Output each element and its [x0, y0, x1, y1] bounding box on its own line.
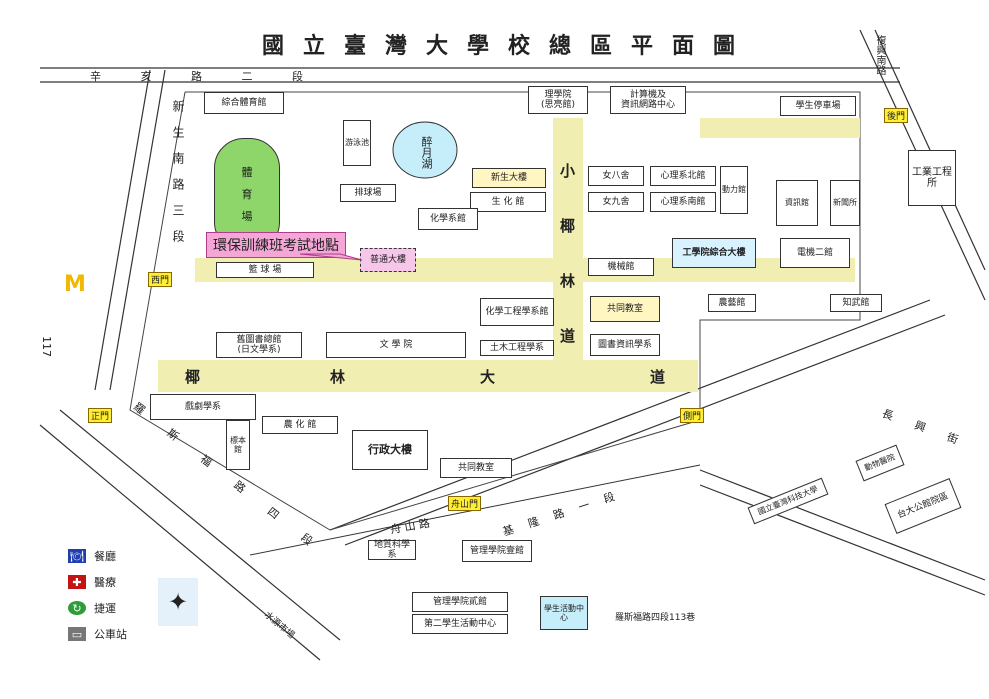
legend-clinic: ✚ 醫療	[68, 574, 116, 590]
common-classroom[interactable]: 共同教室	[440, 458, 512, 478]
legend-restaurant-label: 餐廳	[94, 550, 116, 563]
main-gate[interactable]: 正門	[88, 408, 113, 423]
geo-sci[interactable]: 地質科學系	[368, 540, 416, 560]
mrt-icon: ↻	[68, 601, 86, 615]
main-avenue-char-4: 道	[650, 368, 666, 386]
arts[interactable]: 文 學 院	[326, 332, 466, 358]
east-strip	[700, 118, 860, 138]
womens-hostel-8[interactable]: 女八舍	[588, 166, 644, 186]
womens-hostel-9[interactable]: 女九舍	[588, 192, 644, 212]
power-hall[interactable]: 動力館	[720, 166, 748, 214]
legend-mrt: ↻ 捷運	[68, 600, 116, 616]
physics[interactable]: 理學院 (思亮館)	[528, 86, 588, 114]
stadium-label: 體 育 場	[241, 166, 253, 223]
mech-hall[interactable]: 機械館	[588, 258, 654, 276]
legend-clinic-label: 醫療	[94, 576, 116, 589]
clinic-icon: ✚	[68, 575, 86, 589]
main-avenue-char-1: 椰	[185, 368, 201, 386]
main-avenue-char-3: 大	[480, 368, 496, 386]
ocean[interactable]: 知武館	[830, 294, 882, 312]
restaurant-icon: 🍽	[68, 549, 86, 563]
research[interactable]: 資訊館	[776, 180, 818, 226]
main-avenue	[158, 360, 698, 392]
south-gate[interactable]: 舟山門	[448, 496, 482, 511]
xinsheng-bldg[interactable]: 新生大樓	[472, 168, 546, 188]
agri-chem[interactable]: 農 化 館	[262, 416, 338, 434]
ee-hall[interactable]: 電機二館	[780, 238, 850, 268]
hall[interactable]: 共同教室	[590, 296, 660, 322]
eng-center[interactable]: 工業工程所	[908, 150, 956, 206]
gym[interactable]: 綜合體育館	[204, 92, 284, 114]
road-fuxing: 復興南路	[874, 35, 885, 75]
small-avenue-char-2: 椰	[560, 217, 576, 235]
main-avenue-char-2: 林	[330, 368, 346, 386]
legend-restaurant: 🍽 餐廳	[68, 548, 116, 564]
biochem[interactable]: 生 化 館	[470, 192, 546, 212]
student-parking[interactable]: 學生停車場	[780, 96, 856, 116]
student-activity-2[interactable]: 第二學生活動中心	[412, 614, 508, 634]
small-avenue-char-3: 林	[560, 272, 576, 290]
lake-label: 醉月湖	[420, 136, 433, 169]
admin[interactable]: 行政大樓	[352, 430, 428, 470]
legend-bus-label: 公車站	[94, 628, 127, 641]
bus-icon: ▭	[68, 627, 86, 641]
agri-hall[interactable]: 農藝館	[708, 294, 756, 312]
engineering-bldg[interactable]: 工學院綜合大樓	[672, 238, 756, 268]
specimen[interactable]: 標本館	[226, 420, 250, 470]
chemistry[interactable]: 化學系館	[418, 208, 478, 230]
small-avenue	[553, 118, 583, 360]
mcdonalds-icon: M	[64, 272, 86, 297]
legend-bus: ▭ 公車站	[68, 626, 127, 642]
chemeng[interactable]: 化學工程學系館	[480, 298, 554, 326]
road-xinsheng: 新生南路三段	[171, 100, 185, 256]
student-center[interactable]: 學生活動中心	[540, 596, 588, 630]
road-xinhai: 辛 亥 路 二 段	[90, 70, 321, 83]
drama[interactable]: 戲劇學系	[150, 394, 256, 420]
news[interactable]: 新聞所	[830, 180, 860, 226]
pool[interactable]: 游泳池	[343, 120, 371, 166]
small-avenue-char-1: 小	[560, 162, 576, 180]
mgmt-2[interactable]: 管理學院貳館	[412, 592, 508, 612]
comp-center[interactable]: 計算機及 資訊網路中心	[610, 86, 686, 114]
small-avenue-char-4: 道	[560, 327, 576, 345]
compass-icon: ✦	[158, 578, 198, 626]
old-library[interactable]: 舊圖書總館 (日文學系)	[216, 332, 302, 358]
road-lane: 羅斯福路四段113巷	[615, 613, 696, 623]
psych-north[interactable]: 心理系北館	[650, 166, 716, 186]
legend-mrt-label: 捷運	[94, 602, 116, 615]
mgmt-1[interactable]: 管理學院壹館	[462, 540, 532, 562]
map-title: 國立臺灣大學校總區平面圖	[262, 33, 755, 59]
basketball-court[interactable]: 籃 球 場	[216, 262, 314, 278]
volleyball-court[interactable]: 排球場	[340, 184, 396, 202]
civil[interactable]: 土木工程學系	[480, 340, 554, 356]
back-gate[interactable]: 後門	[884, 108, 909, 123]
gen-lib[interactable]: 圖書資訊學系	[590, 334, 660, 356]
west-gate[interactable]: 西門	[148, 272, 173, 287]
east-gate[interactable]: 側門	[680, 408, 705, 423]
psych-south[interactable]: 心理系南館	[650, 192, 716, 212]
